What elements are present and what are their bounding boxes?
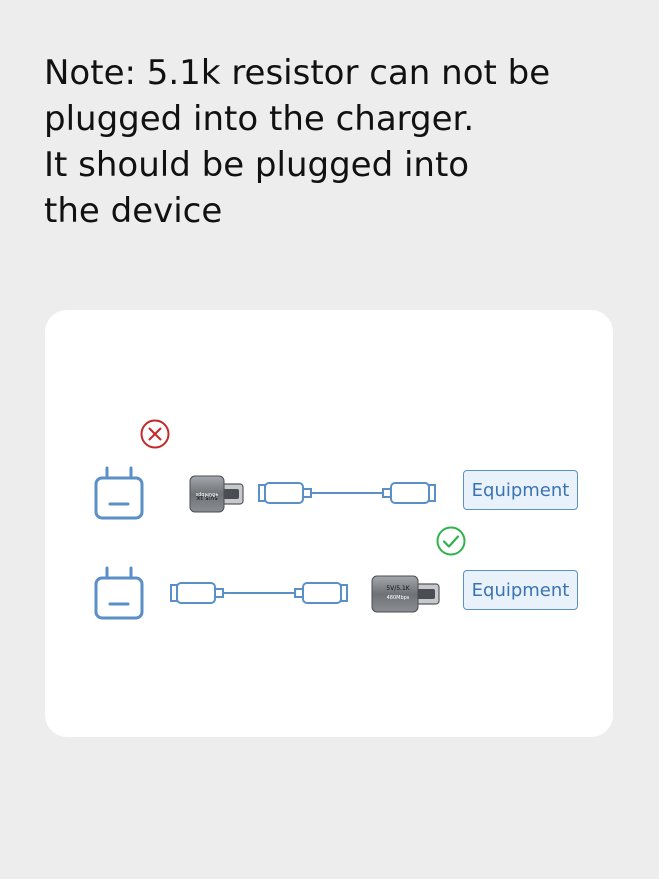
usb-c-cable-icon — [258, 482, 436, 504]
check-circle-icon — [436, 526, 466, 556]
note-line: plugged into the charger. — [44, 99, 475, 139]
adapter-speed-label: 480Mbps — [195, 491, 218, 497]
cross-circle-icon — [140, 419, 170, 449]
adapter-speed-label: 480Mbps — [387, 595, 410, 601]
charger-icon — [94, 466, 144, 520]
diagram-card: 480Mbps 5V/5.1K Equipment — [45, 310, 613, 737]
note-line: Note: 5.1k resistor can not be — [44, 53, 551, 93]
note-line: the device — [44, 191, 223, 231]
equipment-box: Equipment — [463, 570, 578, 610]
resistor-adapter-icon: 480Mbps 5V/5.1K — [189, 475, 244, 513]
wrong-connection-row: 480Mbps 5V/5.1K Equipment — [45, 460, 613, 524]
adapter-resistor-label: 5V/5.1K — [196, 494, 218, 500]
usb-c-cable-icon — [170, 582, 348, 604]
equipment-box: Equipment — [463, 470, 578, 510]
resistor-adapter-icon: 5V/5.1K 480Mbps — [371, 575, 440, 613]
adapter-resistor-label: 5V/5.1K — [386, 585, 410, 592]
note-text: Note: 5.1k resistor can not be plugged i… — [44, 50, 624, 234]
note-line: It should be plugged into — [44, 145, 470, 185]
charger-icon — [94, 566, 144, 620]
correct-connection-row: 5V/5.1K 480Mbps Equipment — [45, 560, 613, 624]
